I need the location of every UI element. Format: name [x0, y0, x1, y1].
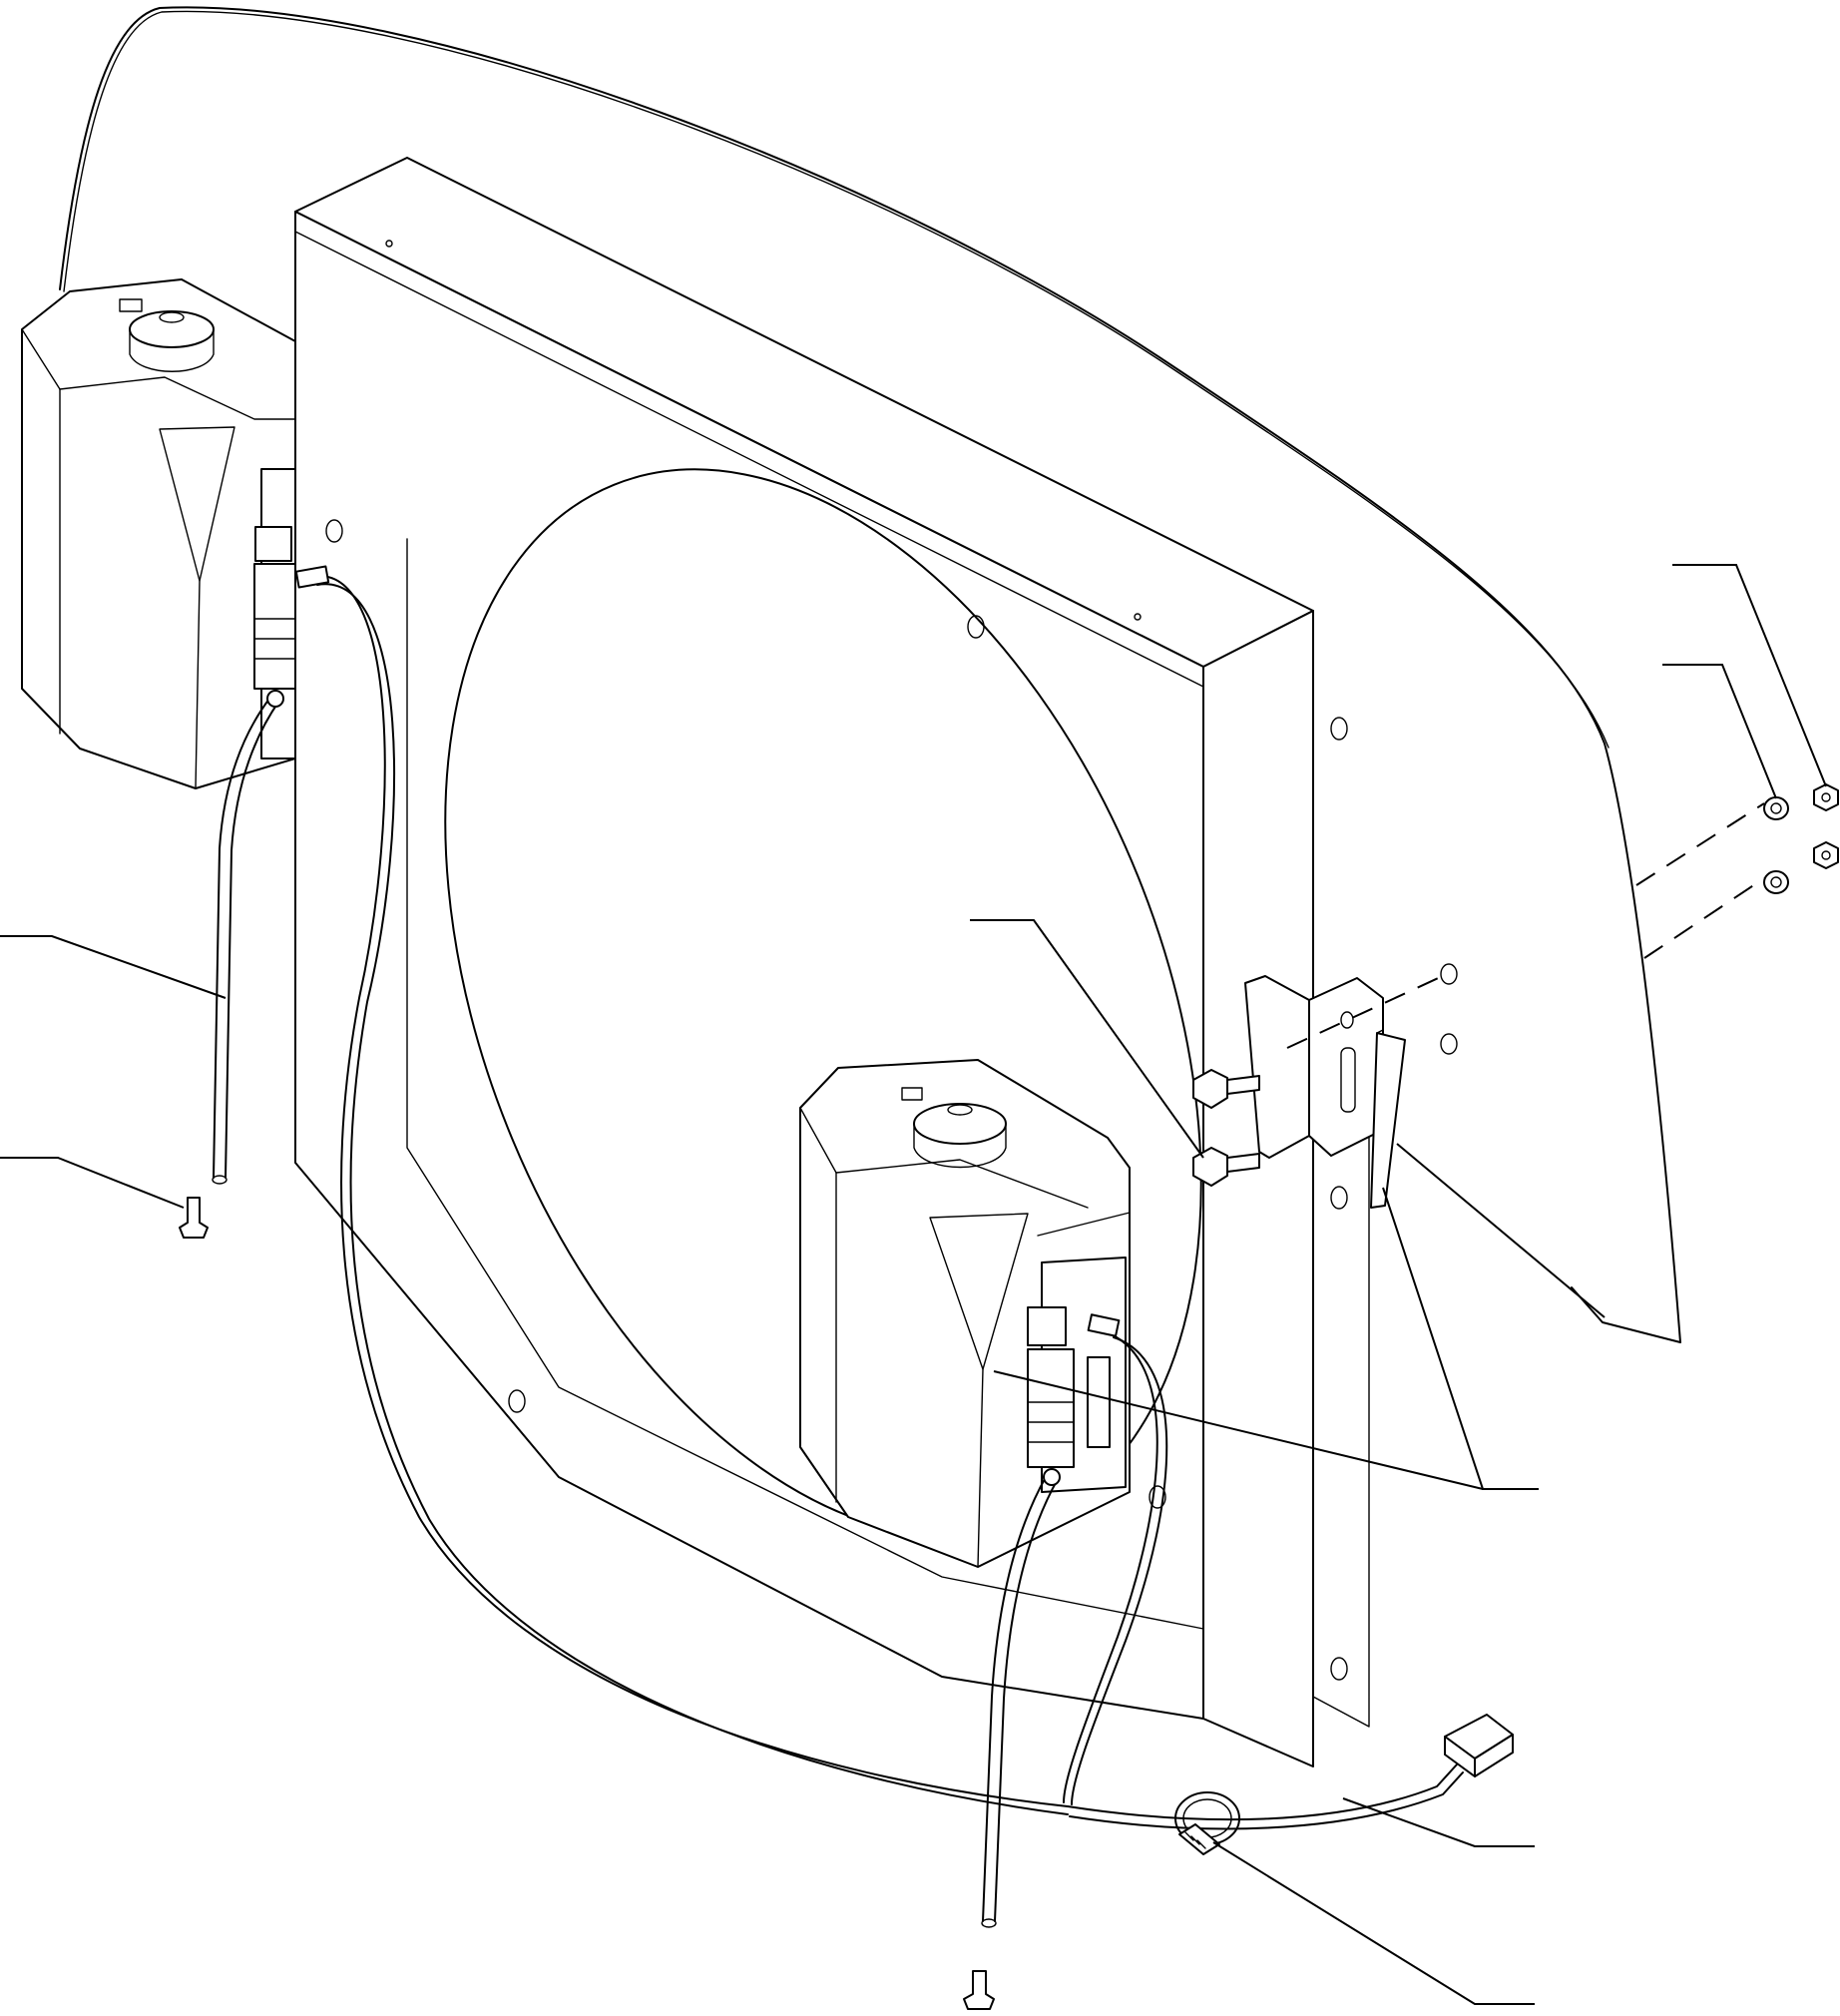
bracket-hole-upper [1440, 963, 1458, 985]
callout-leader-pump [993, 1370, 1539, 1490]
nut-lower [1813, 841, 1839, 869]
callout-leader-bolt [970, 919, 1204, 1159]
callout-leader-bracket [1382, 1187, 1539, 1490]
callout-leader-nozzle [0, 1157, 185, 1209]
callout-leader-harness [1342, 1797, 1535, 1847]
washer-lower [1763, 870, 1789, 894]
bolt-upper [1192, 1069, 1260, 1109]
callout-leaders [0, 564, 1827, 2005]
hose-clamp [1174, 1791, 1240, 1855]
callout-leader-washer [1662, 664, 1777, 799]
nozzle-left [179, 1197, 209, 1239]
nozzle-bottom [963, 1970, 995, 2010]
washer-reservoir-rear [21, 278, 296, 789]
callout-leader-glass [1396, 1143, 1606, 1318]
callout-leader-clamp [1212, 1841, 1535, 2005]
washer-upper [1763, 796, 1789, 820]
explosion-lines [1286, 802, 1765, 1049]
callout-leader-hose [0, 935, 227, 999]
wiring-harness [294, 565, 1514, 1830]
screen-panel [294, 157, 1370, 1767]
washer-hose-rear [212, 690, 284, 1185]
washer-hose-front [981, 1468, 1061, 1928]
washer-reservoir-front [799, 1059, 1131, 1568]
callout-leader-nut [1672, 564, 1827, 787]
mounting-bracket [1244, 975, 1406, 1209]
bracket-hole-lower [1440, 1033, 1458, 1055]
nut-upper [1813, 783, 1839, 811]
